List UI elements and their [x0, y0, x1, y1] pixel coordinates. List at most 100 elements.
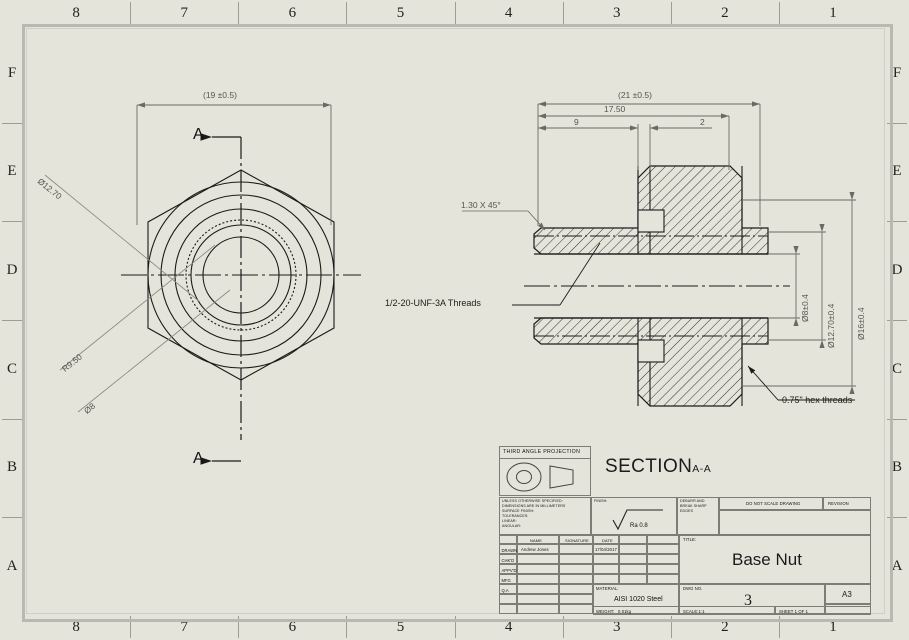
zone-row-C-right: C [891, 360, 902, 377]
section-dim-dia-16-text: Ø16±0.4 [856, 307, 866, 340]
section-annot-chamfer: 1.30 X 45° [461, 200, 501, 210]
sig-row-0-sign-cell [559, 544, 593, 554]
sheet-of-label: SHEET 1 OF 1 [779, 608, 809, 614]
front-dim-19-text: (19 ±0.5) [203, 90, 237, 100]
sig-row-2-label: APPV'D [501, 567, 517, 573]
drawing-frame-outer [22, 24, 893, 622]
sig-row-5-x1 [517, 594, 559, 604]
finish-value: Ra 0.8 [630, 523, 648, 529]
leader-dia-8 [77, 289, 231, 413]
weight-value: 0.01kg [618, 608, 632, 614]
zone-tick [2, 517, 22, 519]
zone-column-8-top: 8 [72, 4, 80, 21]
sig-row-label-2: APPV'D [499, 564, 517, 574]
deburr-line2: BREAK SHARP [680, 504, 707, 508]
sig-col-extra1 [619, 535, 647, 544]
deburr-line1: DEBURR AND [680, 499, 705, 503]
revision-box: REVISION [823, 497, 871, 510]
sig-row-2-date-cell [593, 564, 619, 574]
sig-col-blank [499, 535, 517, 544]
sheet-size-value: A3 [842, 590, 852, 599]
sig-row-2-sign-cell [559, 564, 593, 574]
zone-tick [2, 418, 22, 420]
leader-chamfer [462, 210, 546, 231]
finish-box: FINISH: Ra 0.8 [591, 497, 677, 535]
section-dim-dia-12-70-text: Ø12.70±0.4 [826, 303, 836, 348]
zone-column-1-top: 1 [829, 4, 837, 21]
sig-row-1-label: CHK'D [501, 557, 515, 563]
sig-row-3-name-cell [517, 574, 559, 584]
sig-row-0-x2 [647, 544, 679, 554]
notes-line1: UNLESS OTHERWISE SPECIFIED: [502, 499, 563, 503]
front-dim-19 [136, 102, 332, 225]
sig-row-4-label: Q.A [501, 587, 509, 593]
zone-column-6-bot: 6 [288, 618, 297, 635]
section-bore-lines [534, 253, 768, 319]
notes-line3: SURFACE FINISH: [502, 509, 535, 513]
leader-dia-12-70 [44, 174, 201, 303]
sig-row-3-sign-cell [559, 574, 593, 584]
dwg-no-value: 3 [744, 592, 752, 609]
front-leaders [44, 174, 231, 413]
leader-hex-thread-note [747, 365, 855, 401]
zone-row-D-left: D [6, 262, 18, 279]
zone-tick [670, 616, 672, 638]
zone-tick [887, 320, 907, 321]
zone-column-1-bot: 1 [829, 618, 837, 635]
zone-row-B-right: B [891, 459, 902, 476]
projection-divider [500, 458, 590, 459]
section-view-title-suffix: A-A [692, 463, 712, 475]
scale-box: SCALE:1:1 [679, 606, 775, 615]
sig-row-1-x2 [647, 554, 679, 564]
section-dims-top [537, 101, 761, 226]
zone-tick [238, 2, 240, 24]
finish-label: FINISH: [594, 499, 608, 503]
surface-finish-symbol [612, 509, 663, 531]
sig-row-6-x2 [559, 604, 593, 614]
zone-row-A-right: A [891, 558, 903, 575]
zone-column-5-bot: 5 [396, 618, 405, 635]
sig-row-2-name-cell [517, 564, 559, 574]
sig-row-0-date-cell: 17/04/2017 [593, 544, 619, 554]
sig-row-6-x1 [517, 604, 559, 614]
material-value: AISI 1020 Steel [614, 596, 663, 603]
sig-row-1-sign-cell [559, 554, 593, 564]
notes-line2: DIMENSIONS ARE IN MILLIMETERS [502, 504, 566, 508]
deburr-box: DEBURR AND BREAK SHARP EDGES [677, 497, 719, 535]
part-title-value: Base Nut [732, 550, 802, 569]
sig-row-6-blank [499, 604, 517, 614]
sig-row-3-label: MFG [501, 577, 511, 583]
section-relief-notch [637, 209, 665, 363]
notes-line4: TOLERANCES: [502, 514, 529, 518]
sig-row-4-sign-cell [559, 584, 593, 594]
zone-tick [130, 2, 132, 24]
zone-column-2-bot: 2 [721, 618, 729, 635]
sig-header-date: DATE [602, 537, 613, 543]
zone-column-3-bot: 3 [612, 618, 621, 635]
zone-tick [562, 616, 564, 638]
section-dim-2-text: 2 [700, 117, 705, 127]
section-annot-hex-thread: 0.75" hex threads [782, 395, 853, 405]
sig-col-name: NAME [517, 535, 559, 544]
sig-col-date: DATE [593, 535, 619, 544]
zone-row-E-right: E [892, 163, 902, 180]
circle-hex-thread-minor [185, 219, 297, 331]
section-thread-lines [534, 235, 768, 337]
zone-tick [887, 517, 907, 519]
sig-row-label-0: DRAWN [499, 544, 517, 554]
tolerance-notes-box: UNLESS OTHERWISE SPECIFIED: DIMENSIONS A… [499, 497, 591, 535]
sig-row-2-x1 [619, 564, 647, 574]
sig-row-0-x1 [619, 544, 647, 554]
zone-column-7-top: 7 [180, 4, 188, 21]
zone-tick [346, 2, 348, 24]
section-arrows [200, 133, 241, 465]
sheet-size-box: A3 [825, 584, 871, 604]
sig-row-3-date-cell [593, 574, 619, 584]
sig-header-signature: SIGNATURE [565, 537, 589, 543]
zone-tick [778, 2, 780, 24]
sig-col-extra2 [647, 535, 679, 544]
leader-r9-50 [59, 244, 216, 371]
revision-label: REVISION [828, 501, 849, 506]
